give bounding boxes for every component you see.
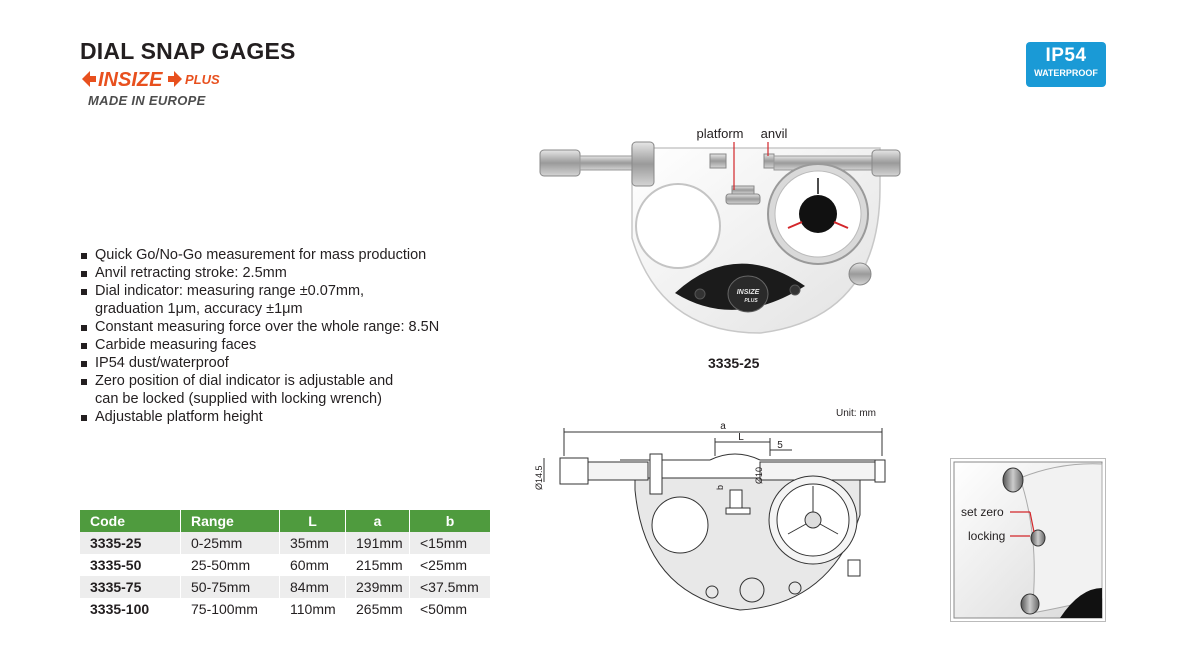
cell-b: <15mm [409,532,491,554]
cell-code: 3335-75 [80,576,181,598]
unit-label: Unit: mm [836,408,876,419]
feature-item: IP54 dust/waterproof [80,354,439,372]
feature-item: Anvil retracting stroke: 2.5mm [80,264,439,282]
cell-a: 239mm [345,576,410,598]
dim-b: b [715,485,725,490]
dim-5: 5 [777,440,783,451]
insize-plus-logo: INSIZE PLUS [82,69,220,90]
cell-l: 84mm [279,576,346,598]
detail-photo: set zero locking [950,458,1106,622]
brand-suffix: PLUS [185,72,220,87]
cell-b: <50mm [409,598,491,620]
brand-name: INSIZE [98,69,163,90]
feature-item: Zero position of dial indicator is adjus… [80,372,439,390]
dim-l: L [738,432,744,443]
table-row: 3335-25 0-25mm 35mm 191mm <15mm [80,532,491,554]
badge-sub: WATERPROOF [1034,68,1098,78]
cell-code: 3335-25 [80,532,181,554]
cell-l: 60mm [279,554,346,576]
cell-l: 110mm [279,598,346,620]
product-photo: INSIZE PLUS platform anvil [539,126,901,334]
made-in-label: MADE IN EUROPE [88,93,206,108]
model-caption: 3335-25 [708,355,760,371]
table-row: 3335-50 25-50mm 60mm 215mm <25mm [80,554,491,576]
header-l: L [279,510,346,532]
cell-a: 215mm [345,554,410,576]
cell-range: 25-50mm [180,554,280,576]
cell-range: 50-75mm [180,576,280,598]
feature-item: Quick Go/No-Go measurement for mass prod… [80,246,439,264]
table-header-row: Code Range L a b [80,510,491,532]
ip54-badge: IP54 WATERPROOF [1026,42,1106,87]
header-range: Range [180,510,280,532]
table-row: 3335-100 75-100mm 110mm 265mm <50mm [80,598,491,620]
feature-item: Constant measuring force over the whole … [80,318,439,336]
spec-table: Code Range L a b 3335-25 0-25mm 35mm 191… [80,510,491,620]
table-row: 3335-75 50-75mm 84mm 239mm <37.5mm [80,576,491,598]
feature-item: Carbide measuring faces [80,336,439,354]
cell-range: 75-100mm [180,598,280,620]
page-title: DIAL SNAP GAGES [80,38,296,64]
feature-item-continued: graduation 1μm, accuracy ±1μm [95,301,303,317]
header-code: Code [80,510,181,532]
header-b: b [409,510,491,532]
label-set-zero: set zero [961,505,1004,519]
feature-item: Adjustable platform height [80,408,439,426]
label-locking: locking [968,529,1005,543]
feature-item: Dial indicator: measuring range ±0.07mm, [80,282,439,300]
cell-code: 3335-100 [80,598,181,620]
header-a: a [345,510,410,532]
dimension-drawing: a L 5 b Ø10 Ø14.5 [534,421,886,611]
plate-brand: INSIZE [737,289,760,296]
cell-range: 0-25mm [180,532,280,554]
feature-list: Quick Go/No-Go measurement for mass prod… [80,246,439,426]
cell-code: 3335-50 [80,554,181,576]
dim-a: a [720,421,726,432]
label-anvil: anvil [761,126,788,141]
feature-item-continued: can be locked (supplied with locking wre… [95,391,382,407]
dim-d10: Ø10 [754,467,764,484]
cell-a: 265mm [345,598,410,620]
badge-main: IP54 [1045,45,1087,66]
plate-suffix: PLUS [744,298,758,304]
dim-d145: Ø14.5 [534,465,544,490]
cell-l: 35mm [279,532,346,554]
label-platform: platform [697,126,744,141]
cell-b: <37.5mm [409,576,491,598]
cell-b: <25mm [409,554,491,576]
cell-a: 191mm [345,532,410,554]
